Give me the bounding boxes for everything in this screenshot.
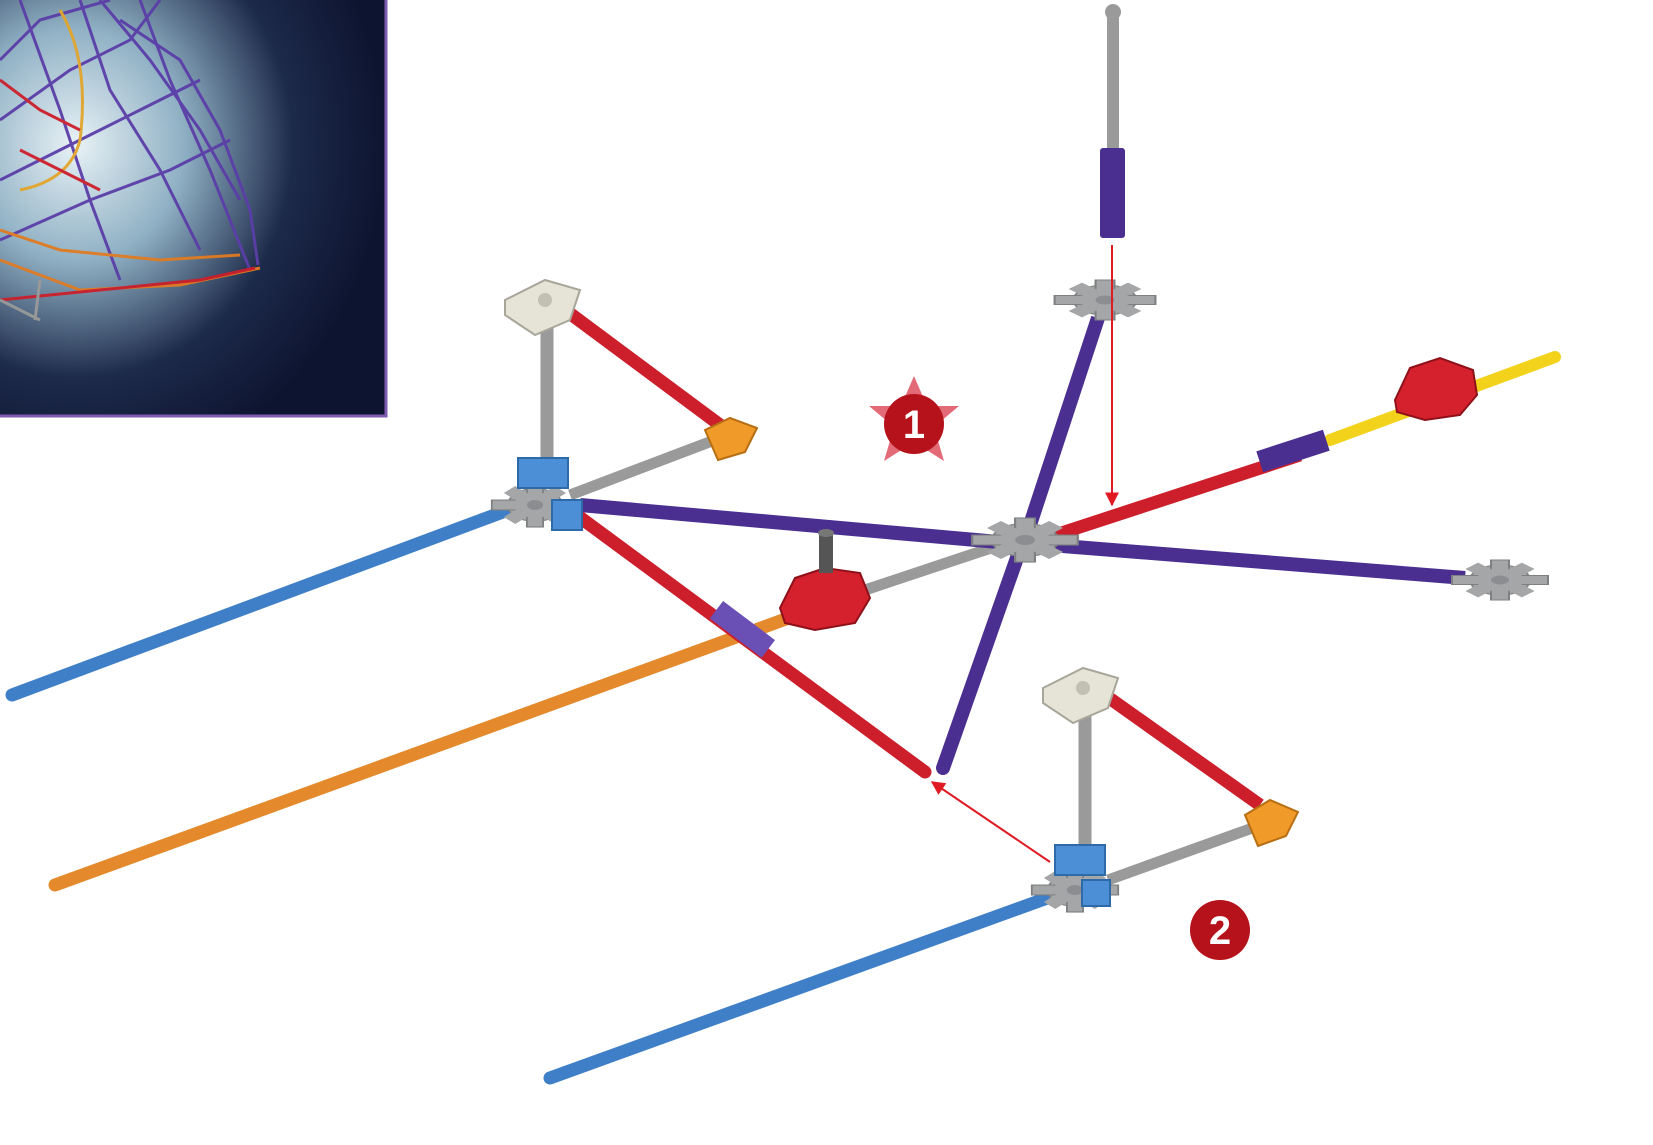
purple-rod-lower: [936, 548, 1025, 775]
purple-clip-right: [1256, 429, 1330, 473]
step-1-label: 1: [903, 403, 925, 447]
grey-hub-center: [971, 516, 1079, 564]
model-preview-inset: [0, 0, 388, 418]
orange-connector-2: [1243, 798, 1300, 848]
blue-rod-left: [5, 493, 542, 702]
step-2-label: 2: [1209, 909, 1231, 953]
grey-hub-right: [1451, 559, 1549, 601]
insert-arrow-bottom: [930, 781, 1051, 863]
white-connector-2: [1042, 666, 1120, 725]
step-1-badge: 1: [869, 376, 959, 461]
red-rod-upper-2: [1101, 689, 1264, 811]
purple-clip-diagonal: [709, 600, 775, 658]
white-connector-1: [504, 278, 582, 337]
blue-rod-bottom: [543, 881, 1082, 1085]
purple-clip-top: [1100, 148, 1125, 238]
orange-rod: [48, 605, 812, 892]
red-connector-right: [1393, 356, 1479, 422]
red-rod-right: [1037, 448, 1303, 547]
purple-rod-horizontal: [579, 498, 1011, 550]
purple-rod-upper: [1018, 315, 1105, 543]
purple-rod-right: [1049, 538, 1466, 585]
step-2-badge: 2: [1190, 900, 1250, 960]
grey-hub-top: [1053, 278, 1157, 322]
orange-connector-1: [703, 416, 759, 462]
blue-connector-2b: [1081, 879, 1111, 907]
blue-connector-2: [1054, 844, 1106, 876]
red-rod-upper-1: [564, 306, 724, 431]
grey-rod-diagonal-2: [1106, 820, 1260, 886]
grey-rod-top-cap: [1105, 4, 1121, 20]
grey-rod-diagonal-1: [568, 432, 722, 501]
red-connector-center: [778, 529, 872, 632]
blue-connector-1: [517, 457, 569, 489]
blue-connector-1b: [551, 499, 583, 531]
